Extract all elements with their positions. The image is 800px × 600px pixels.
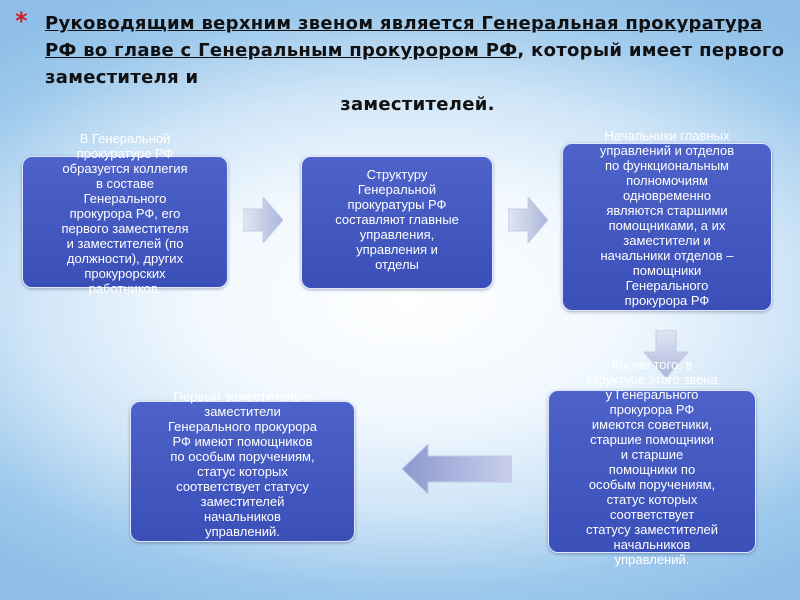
title-underlined-text: Руководящим верхним звеном является Гене…	[45, 13, 763, 61]
box-deputies-bg	[130, 401, 355, 542]
box-deputies-text: Первый заместитель и заместители Генерал…	[168, 389, 317, 539]
arrow-left-icon	[402, 444, 512, 494]
title-text-line2: заместителей.	[340, 94, 495, 115]
box-collegium-text: В Генеральной прокуратуре РФ образуется …	[61, 131, 189, 296]
box-advisers-text: Кроме того, в структуре этого звена у Ге…	[585, 357, 719, 567]
bullet-star-icon: *	[15, 7, 28, 35]
box-heads-bg	[562, 143, 772, 311]
box-heads-text: Начальники главных управлений и отделов …	[599, 128, 735, 308]
box-collegium-bg	[22, 156, 228, 288]
box-structure-bg	[301, 156, 493, 289]
arrow-right-icon	[243, 197, 283, 243]
arrow-down-icon	[644, 330, 688, 378]
title-text: , который имеет первого заместителя и	[45, 40, 785, 88]
slide-title: * Руководящим верхним звеном является Ге…	[15, 8, 790, 118]
box-advisers-bg	[548, 390, 756, 553]
arrow-right-icon	[508, 197, 548, 243]
box-structure-text: Структуру Генеральной прокуратуры РФ сос…	[335, 167, 459, 272]
